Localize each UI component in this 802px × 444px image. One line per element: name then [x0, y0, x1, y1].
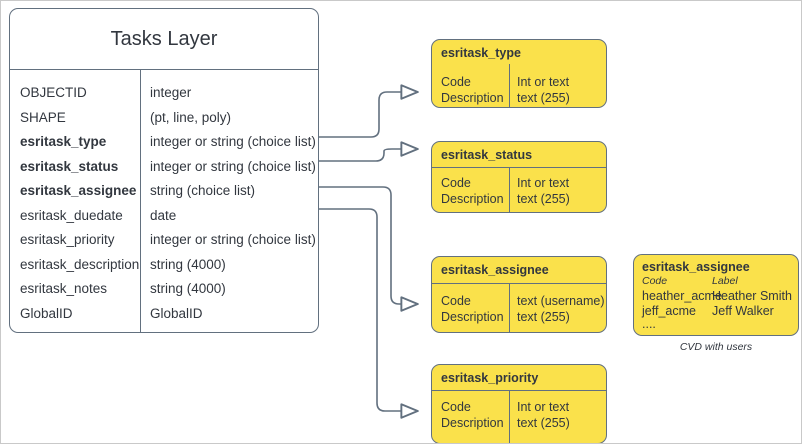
cvd-row-code: heather_acme	[642, 289, 722, 303]
field-name: esritask_status	[20, 158, 119, 174]
domain-right-label-description: text (255)	[517, 310, 570, 324]
table-row: esritask_assignee string (choice list)	[10, 179, 318, 204]
domain-left-label-description: Description	[441, 192, 504, 206]
field-name: esritask_assignee	[20, 183, 137, 198]
domain-column-divider	[509, 390, 510, 443]
domain-left-label-code: Code	[441, 176, 471, 190]
field-name: esritask_priority	[20, 232, 115, 247]
field-type: string (choice list)	[150, 183, 256, 198]
table-row: esritask_priority integer or string (choi…	[10, 228, 318, 253]
domain-column-divider	[509, 64, 510, 107]
cvd-sample-box[interactable]: esritask_assignee Code Label heather_acm…	[633, 254, 799, 336]
field-type: GlobalID	[150, 305, 203, 321]
domain-right-label-code: text (username)	[517, 294, 605, 308]
field-name: OBJECTID	[20, 85, 87, 100]
domain-column-divider	[509, 283, 510, 332]
table-row: esritask_notes string (4000)	[10, 277, 318, 302]
domain-header-divider	[432, 390, 606, 391]
domain-box-esritask-type[interactable]: esritask_type Code Description Int or te…	[431, 39, 607, 108]
table-row: SHAPE (pt, line, poly)	[10, 106, 318, 131]
cvd-row-code: jeff_acme	[642, 304, 696, 318]
domain-column-divider	[509, 167, 510, 212]
field-type: integer or string (choice list)	[150, 158, 316, 174]
domain-right-label-code: Int or text	[517, 75, 570, 89]
cvd-ellipsis: ....	[642, 317, 656, 331]
domain-left-label-code: Code	[441, 294, 471, 308]
connector-status	[318, 141, 419, 162]
cvd-header-label: Label	[712, 275, 738, 287]
field-name: GlobalID	[20, 305, 73, 321]
field-name: SHAPE	[20, 109, 66, 125]
cvd-row-label: Jeff Walker	[712, 304, 774, 318]
cvd-row-label: Heather Smith	[712, 289, 792, 303]
field-type: integer or string (choice list)	[150, 134, 316, 149]
field-type: string (4000)	[150, 281, 226, 296]
table-row: esritask_description string (4000)	[10, 253, 318, 278]
table-row: esritask_type integer or string (choice l…	[10, 130, 318, 155]
field-type: (pt, line, poly)	[150, 109, 232, 125]
field-type: string (4000)	[150, 256, 226, 272]
cvd-header-code: Code	[642, 275, 668, 287]
domain-right-label-code: Int or text	[517, 400, 570, 414]
domain-left-label-description: Description	[441, 310, 504, 324]
title-divider	[10, 69, 318, 70]
domain-left-label-code: Code	[441, 400, 471, 414]
table-row: esritask_status integer or string (choice…	[10, 155, 318, 180]
table-row: OBJECTID integer	[10, 81, 318, 106]
page-title: Tasks Layer	[110, 28, 218, 50]
domain-box-esritask-priority[interactable]: esritask_priority Code Description Int o…	[431, 364, 607, 443]
domain-title: esritask_status	[441, 148, 533, 162]
domain-title: esritask_priority	[441, 371, 539, 385]
domain-header-divider	[432, 283, 606, 284]
domain-left-label-description: Description	[441, 91, 504, 105]
domain-left-label-description: Description	[441, 416, 504, 430]
table-row: esritask_duedate date	[10, 204, 318, 229]
domain-right-label-code: Int or text	[517, 176, 570, 190]
field-name: esritask_notes	[20, 281, 108, 296]
connector-assignee	[318, 186, 419, 312]
domain-right-label-description: text (255)	[517, 91, 570, 105]
domain-title: esritask_assignee	[441, 263, 549, 277]
cvd-title: esritask_assignee	[642, 260, 750, 274]
column-divider	[140, 69, 141, 332]
domain-box-esritask-status[interactable]: esritask_status Code Description Int or …	[431, 141, 607, 213]
domain-left-label-code: Code	[441, 75, 471, 89]
cvd-caption: CVD with users	[679, 341, 753, 353]
table-row: GlobalID GlobalID	[10, 302, 318, 327]
field-type: integer or string (choice list)	[150, 232, 316, 247]
field-type: integer	[150, 85, 192, 100]
domain-title: esritask_type	[441, 46, 521, 60]
domain-header-divider	[432, 167, 606, 168]
field-name: esritask_description	[20, 256, 140, 272]
domain-box-esritask-assignee[interactable]: esritask_assignee Code Description text …	[431, 256, 607, 333]
domain-right-label-description: text (255)	[517, 416, 570, 430]
connector-type	[318, 84, 419, 138]
field-type: date	[150, 207, 177, 223]
field-name: esritask_type	[20, 134, 107, 149]
field-name: esritask_duedate	[20, 207, 123, 223]
connector-priority	[318, 208, 419, 419]
domain-right-label-description: text (255)	[517, 192, 570, 206]
